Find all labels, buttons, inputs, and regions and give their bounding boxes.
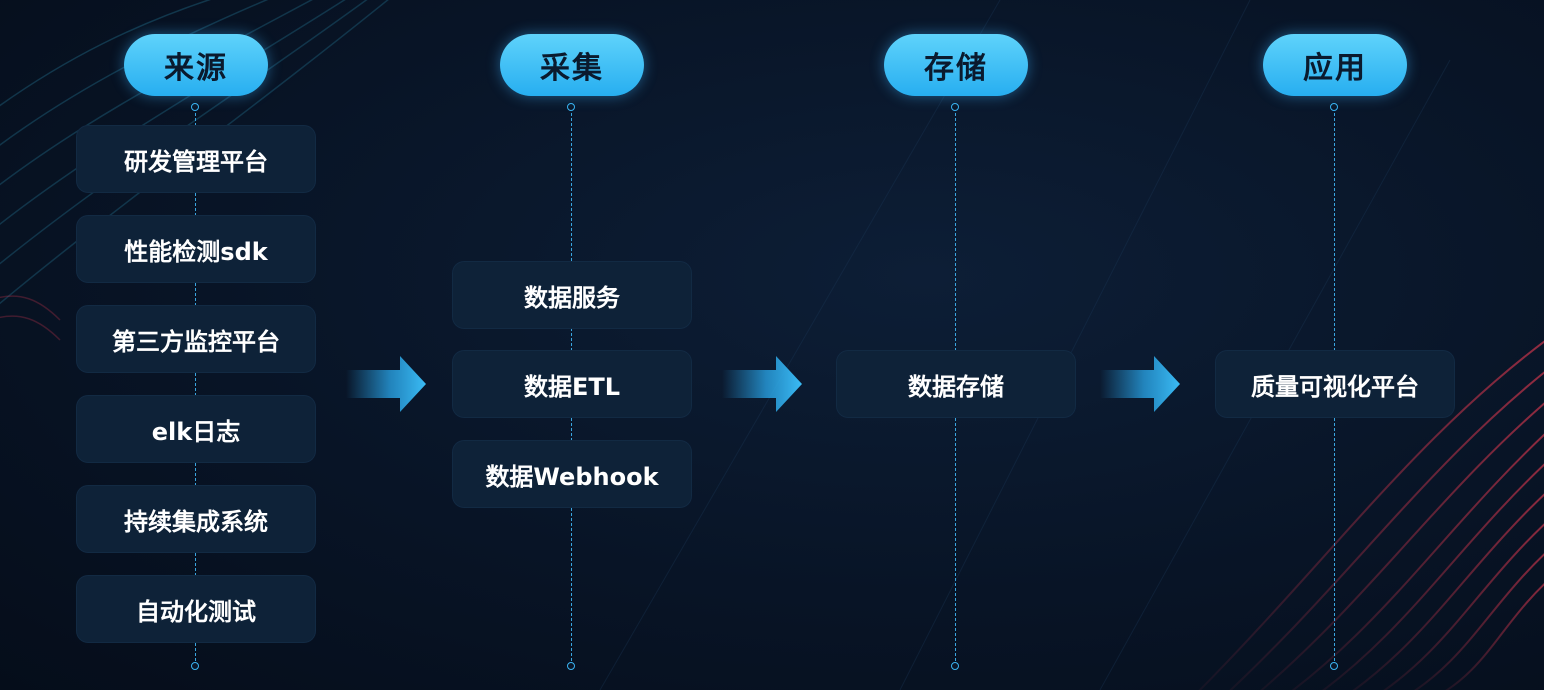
column-header: 来源 [124, 34, 268, 96]
column-storage: 存储 数据存储 [836, 0, 1076, 690]
column-collect: 采集 数据服务 数据ETL 数据Webhook [452, 0, 692, 690]
connector-bottom-dot [191, 662, 199, 670]
left-red-wave-lines [0, 295, 61, 341]
flow-arrow-icon [1100, 356, 1180, 412]
source-item: 自动化测试 [76, 575, 316, 643]
connector-top-dot [191, 103, 199, 111]
flow-arrow-icon [346, 356, 426, 412]
connector-top-dot [567, 103, 575, 111]
storage-item: 数据存储 [836, 350, 1076, 418]
dashed-connector-line [195, 113, 196, 661]
collect-item: 数据服务 [452, 261, 692, 329]
collect-item: 数据ETL [452, 350, 692, 418]
column-header: 应用 [1263, 34, 1407, 96]
connector-bottom-dot [951, 662, 959, 670]
source-item: 研发管理平台 [76, 125, 316, 193]
column-application: 应用 质量可视化平台 [1215, 0, 1455, 690]
connector-top-dot [951, 103, 959, 111]
source-item: 第三方监控平台 [76, 305, 316, 373]
source-item: 性能检测sdk [76, 215, 316, 283]
collect-item: 数据Webhook [452, 440, 692, 508]
source-item: elk日志 [76, 395, 316, 463]
connector-bottom-dot [1330, 662, 1338, 670]
column-header: 存储 [884, 34, 1028, 96]
connector-bottom-dot [567, 662, 575, 670]
column-header: 采集 [500, 34, 644, 96]
application-item: 质量可视化平台 [1215, 350, 1455, 418]
source-item: 持续集成系统 [76, 485, 316, 553]
flow-arrow-icon [722, 356, 802, 412]
column-source: 来源 研发管理平台 性能检测sdk 第三方监控平台 elk日志 持续集成系统 自… [76, 0, 316, 690]
connector-top-dot [1330, 103, 1338, 111]
